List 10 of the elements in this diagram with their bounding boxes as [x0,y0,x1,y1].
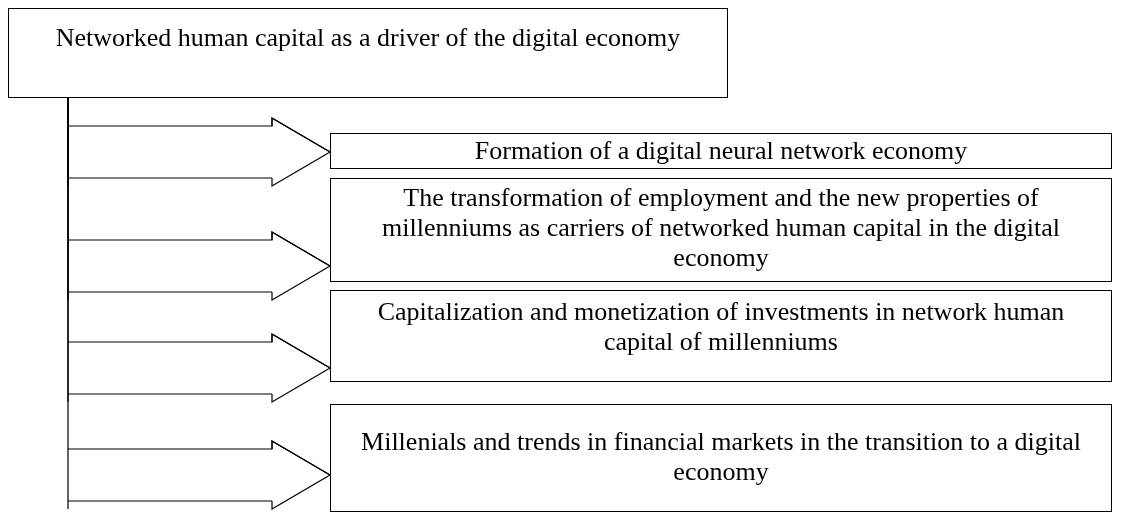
box-text: Formation of a digital neural network economy [474,136,968,166]
box-text: Millenials and trends in financial markets in the transition to a digital economy [360,427,1082,487]
box-text: Capitalization and monetization of investments in network human capital of millenniums [376,297,1066,357]
text-box [330,404,1112,512]
text-box [330,133,1112,169]
box-text: The transformation of employment and the new properties of millenniums as carriers of networked human capital in the digital economy [381,183,1061,273]
text-box [8,8,728,98]
text-box [330,178,1112,282]
box-text: Networked human capital as a driver of the digital economy [55,23,681,53]
text-box [330,290,1112,382]
